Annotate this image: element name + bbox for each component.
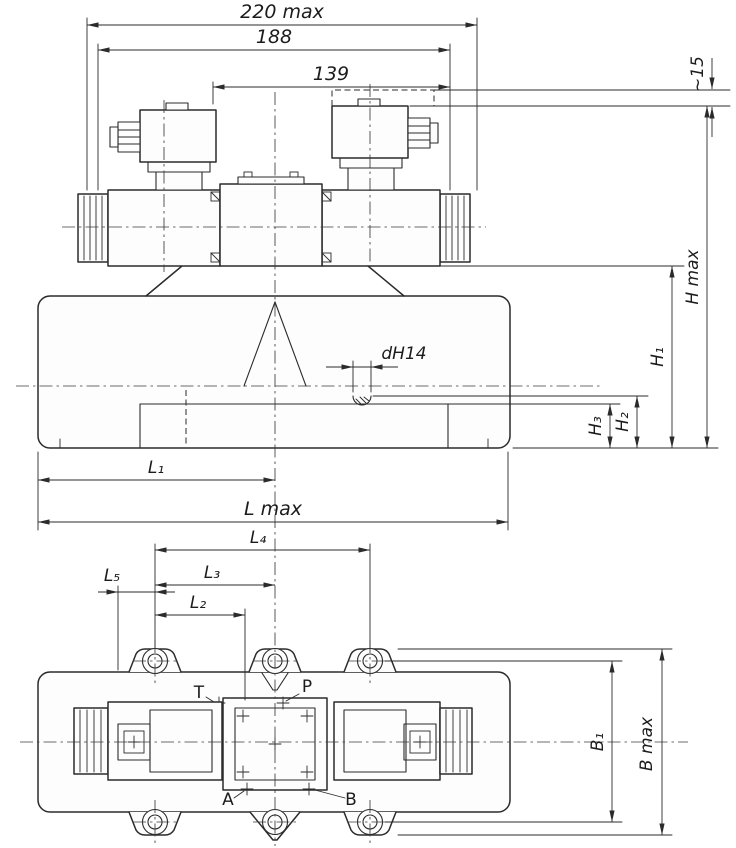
left-end-cap-plan [73, 707, 109, 775]
left-connector-base [147, 161, 211, 173]
port-p-leader [285, 693, 300, 702]
flange-bolt-crosses [236, 709, 314, 779]
front-elevation-view [37, 89, 511, 449]
left-end-cap [77, 193, 109, 263]
dim-l2: L₂ [190, 593, 206, 613]
plan-view-dimensions: L₄ L₃ L₅ L₂ B₁ B max T P A B [98, 528, 673, 836]
dim-h-max: H max [683, 248, 703, 304]
right-cap-knurl-lines [445, 195, 465, 261]
right-solenoid-body [321, 189, 441, 267]
right-connector-screw [357, 98, 381, 107]
subplate-body [37, 295, 511, 449]
valve-center-body [219, 183, 323, 267]
dim-h2: H₂ [613, 412, 633, 432]
dim-h3: H₃ [586, 416, 606, 436]
port-p-cross [276, 696, 290, 710]
left-cap-knurl-lines [83, 195, 103, 261]
dim-188: 188 [256, 26, 292, 48]
right-end-cap [439, 193, 471, 263]
right-solenoid-plan [333, 701, 441, 781]
top-view-dimensions: 220 max 188 139 ~15 H max H₁ H₂ H₃ dH14 … [37, 1, 731, 531]
dim-hole-dia: dH14 [381, 344, 426, 364]
alternate-position-outline [331, 89, 435, 106]
dim-l1: L₁ [148, 458, 164, 478]
plan-view [37, 647, 511, 841]
port-a-cross [240, 782, 254, 796]
adapter-transition [145, 265, 405, 297]
left-solenoid-plan [107, 701, 223, 781]
left-connector-neck [155, 171, 203, 191]
drain-hole [352, 395, 372, 406]
left-connector-body [139, 109, 217, 163]
port-label-p: P [302, 677, 312, 697]
dim-220-max: 220 max [240, 1, 324, 23]
dim-l-max: L max [244, 498, 303, 520]
left-connector [109, 102, 217, 191]
subplate-recess [139, 403, 449, 449]
left-connector-screw [165, 102, 189, 111]
dim-l4: L₄ [250, 528, 266, 548]
right-connector-neck [347, 167, 395, 191]
dim-b-max: B max [637, 716, 657, 771]
port-a-leader [233, 790, 245, 799]
dim-h1: H₁ [648, 347, 668, 367]
right-connector-base [339, 157, 403, 169]
port-label-b: B [345, 790, 357, 810]
dim-139: 139 [313, 63, 349, 85]
port-label-t: T [193, 683, 205, 703]
mounting-screws [210, 191, 332, 263]
left-cap-knurl-plan [79, 709, 102, 773]
port-b-cross [302, 782, 316, 796]
dim-15-clearance: ~15 [688, 56, 708, 92]
dim-b1: B₁ [588, 733, 608, 751]
port-b-leader [314, 789, 346, 799]
nameplate [237, 176, 305, 185]
valve-assembly-elevation [77, 89, 471, 267]
right-connector [331, 89, 439, 191]
dim-l3: L₃ [204, 563, 220, 583]
subplate-internal-details [59, 301, 489, 449]
right-cap-knurl-plan [445, 709, 468, 773]
dim-l5: L₅ [104, 566, 120, 586]
port-t-leader [205, 696, 215, 703]
centerlines [16, 84, 688, 846]
port-label-a: A [222, 790, 234, 810]
